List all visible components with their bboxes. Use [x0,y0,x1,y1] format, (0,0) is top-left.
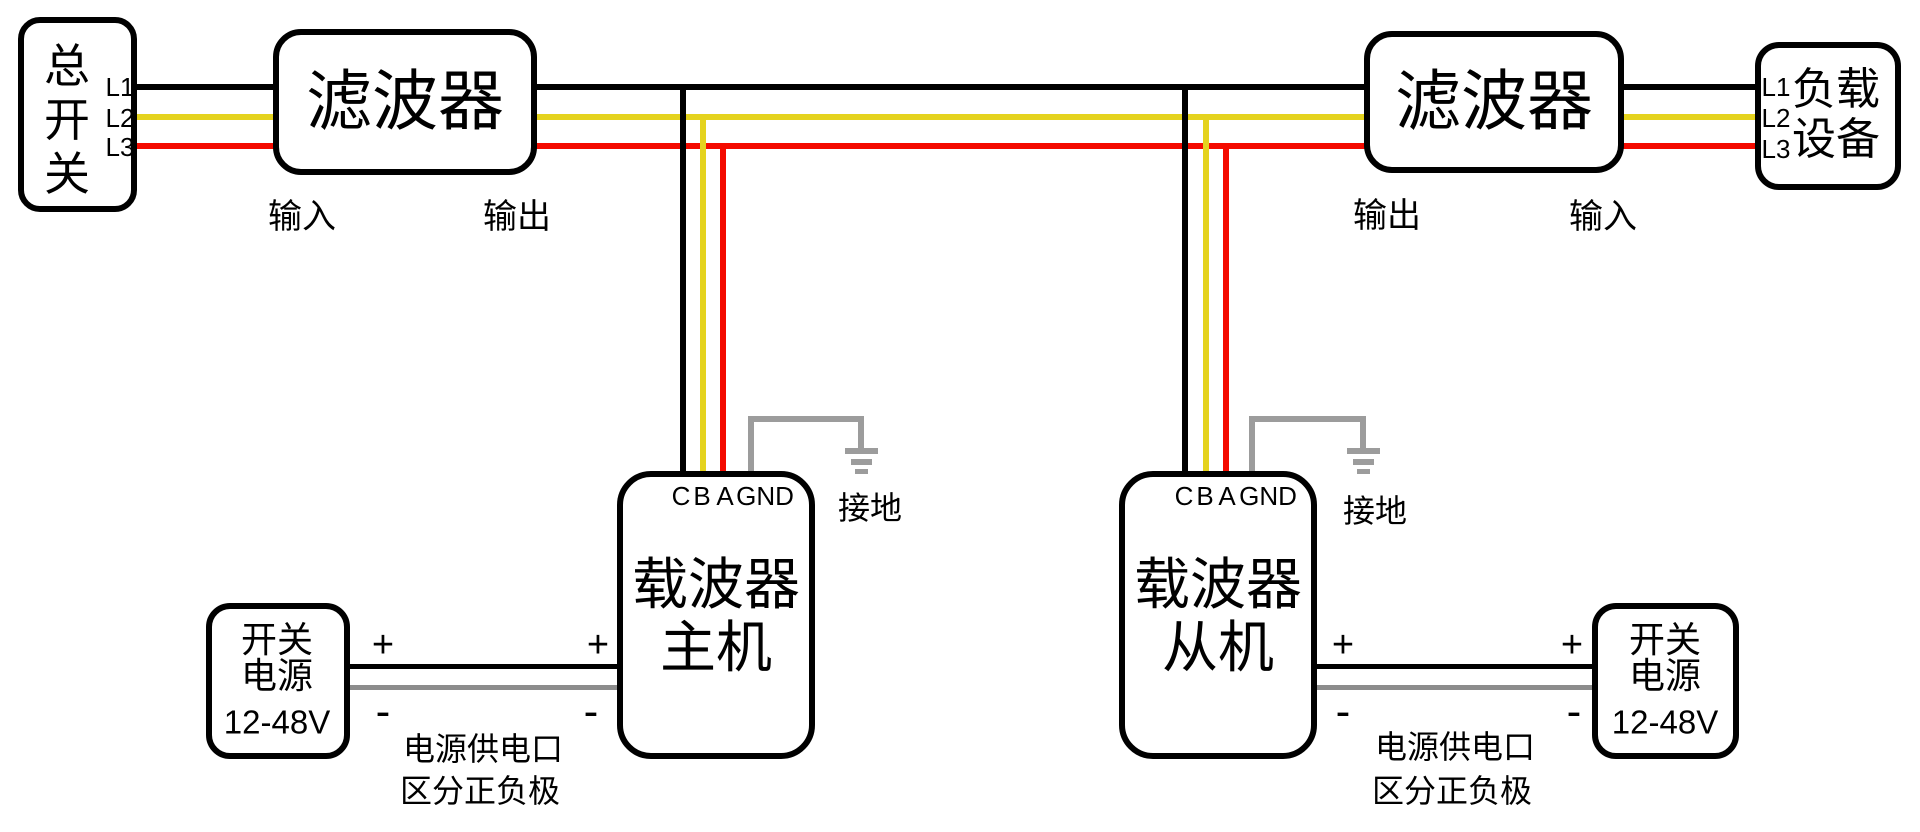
slave-terminal-a: A [1218,481,1236,511]
plus-label-master: + [586,624,610,666]
carrier-master-box [617,471,815,759]
filter-left-box [273,29,537,175]
master-terminal-c: C [671,481,691,511]
psu-left-box [206,603,350,759]
carrier-slave-box [1119,471,1317,759]
filter-left-input-label: 输入 [268,198,336,236]
wire-gnd-master-riser [748,419,754,477]
wire-l1-main [134,84,1758,90]
wire-gnd-master-run [748,416,864,422]
master-terminal-a: A [716,481,734,511]
wire-psu-left-minus [344,685,623,690]
load-device-box [1755,42,1901,190]
psu-right-name-line-2: 电源 [1628,655,1702,696]
psu-left-name-line-2: 电源 [240,655,314,696]
filter-right-title: 滤波器 [1395,64,1593,138]
load-terminal-l3: L3 [1761,134,1791,164]
minus-label-slave: - [1335,687,1351,736]
psu-right-box [1592,603,1739,759]
wire-l2-drop-slave [1203,114,1209,477]
psu-left-name-line-1: 开关 [240,619,314,660]
psu-note-left-line-2: 区分正负极 [399,773,561,809]
main-switch-terminal-l2: L2 [105,103,135,133]
ground-symbol-master-bar2 [851,459,872,465]
plus-label-psu-right: + [1560,624,1584,666]
filter-right-output-label: 输出 [1353,197,1421,235]
slave-terminal-gnd: GND [1239,481,1297,511]
wire-psu-right-minus [1309,685,1598,690]
ground-symbol-master-bar3 [855,469,868,474]
minus-label-psu-left: - [375,687,391,736]
filter-right-input-label: 输入 [1569,198,1637,236]
master-name-line-1: 载波器 [632,553,800,616]
wire-l2-main [134,114,1758,120]
wire-gnd-slave-down [1360,416,1366,452]
slave-name-line-1: 载波器 [1134,553,1302,616]
wire-l1-drop-master [680,84,686,477]
main-switch-terminal-l1: L1 [105,72,135,102]
load-name-line-1: 负载 [1792,65,1880,114]
wire-gnd-slave-run [1249,416,1366,422]
ground-symbol-slave-bar3 [1357,469,1370,474]
slave-terminal-c: C [1174,481,1194,511]
slave-terminal-b: B [1196,481,1214,511]
psu-right-name-line-1: 开关 [1628,619,1702,660]
load-name-line-2: 设备 [1792,115,1880,164]
wire-psu-left-plus [344,664,623,669]
wire-l1-drop-slave [1182,84,1188,477]
filter-left-output-label: 输出 [483,198,551,236]
load-terminal-l1: L1 [1761,72,1791,102]
master-terminal-gnd: GND [736,481,794,511]
psu-left-voltage: 12-48V [223,703,331,741]
wire-gnd-slave-riser [1249,418,1255,477]
wire-l3-drop-master [720,143,726,477]
wire-l3-drop-slave [1223,143,1229,477]
master-ground-label: 接地 [837,490,903,526]
minus-label-master: - [583,687,599,736]
main-switch-char-3: 关 [44,148,90,200]
main-switch-box [18,17,137,212]
ground-symbol-slave-bar1 [1347,448,1380,454]
psu-note-right-line-1: 电源供电口 [1374,729,1536,765]
master-terminal-b: B [693,481,711,511]
slave-name-line-2: 从机 [1162,616,1274,679]
slave-ground-label: 接地 [1342,493,1408,529]
ground-symbol-master-bar1 [845,448,878,454]
plus-label-slave: + [1331,624,1355,666]
psu-right-voltage: 12-48V [1611,703,1719,741]
wire-psu-right-plus [1309,664,1598,669]
load-terminal-l2: L2 [1761,103,1791,133]
main-switch-char-2: 开 [44,94,90,146]
master-name-line-2: 主机 [660,616,772,679]
wire-gnd-master-down [858,416,864,452]
plus-label-psu-left: + [371,624,395,666]
ground-symbol-slave-bar2 [1353,459,1374,465]
wire-l2-drop-master [700,114,706,477]
minus-label-psu-right: - [1566,687,1582,736]
main-switch-char-1: 总 [44,40,90,92]
filter-left-title: 滤波器 [306,64,504,138]
psu-note-left-line-1: 电源供电口 [402,731,564,767]
wire-l3-main [134,143,1758,149]
filter-right-box [1364,31,1624,173]
main-switch-terminal-l3: L3 [105,132,135,162]
psu-note-right-line-2: 区分正负极 [1371,773,1533,809]
